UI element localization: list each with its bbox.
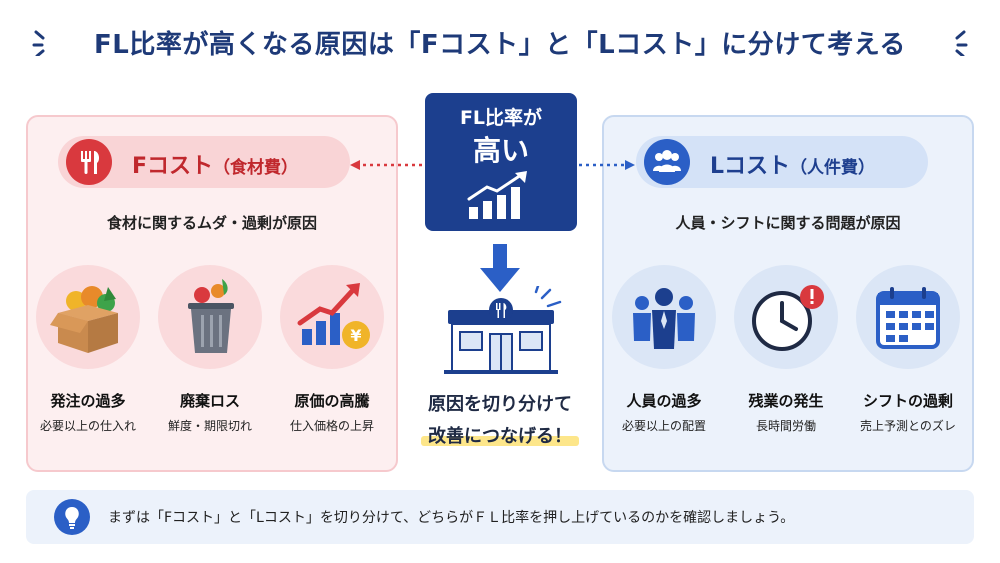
left-sparkle-icon — [32, 30, 45, 56]
l-item-title-1: 人員の過多 — [626, 392, 702, 410]
f-item-title-1: 発注の過多 — [50, 392, 126, 410]
l-cost-subtitle: 人員・シフトに関する問題が原因 — [675, 214, 901, 232]
footer-text: まずは「Fコスト」と「Lコスト」を切り分けて、どちらがＦＬ比率を押し上げているの… — [108, 510, 795, 526]
page-title: FL比率が高くなる原因は「Fコスト」と「Lコスト」に分けて考える — [94, 30, 906, 60]
lightbulb-icon — [54, 499, 90, 535]
f-item-title-2: 廃棄ロス — [179, 392, 240, 410]
l-item-title-3: シフトの過剰 — [862, 392, 953, 410]
staff-group-icon — [612, 265, 716, 369]
f-item-sub-3: 仕入価格の上昇 — [289, 419, 374, 433]
trash-bin-icon — [158, 265, 262, 369]
f-item-sub-1: 必要以上の仕入れ — [39, 419, 136, 433]
l-cost-header: Lコスト（人件費） — [636, 136, 928, 188]
people-icon — [644, 139, 690, 185]
restaurant-store-icon — [444, 286, 562, 374]
rising-chart-icon — [467, 171, 527, 219]
f-cost-subtitle: 食材に関するムダ・過剰が原因 — [106, 214, 317, 232]
center-message-line1: 原因を切り分けて — [428, 394, 572, 415]
fl-ratio-high-box: FL比率が 高い — [425, 93, 577, 231]
vegetable-box-icon — [36, 265, 140, 369]
rising-yen-chart-icon: ¥ — [280, 265, 384, 369]
l-cost-label: Lコスト — [710, 154, 791, 179]
calendar-icon — [856, 265, 960, 369]
l-item-sub-2: 長時間労働 — [755, 419, 816, 433]
f-connector-arrow — [350, 160, 424, 170]
f-item-sub-2: 鮮度・期限切れ — [167, 419, 252, 433]
footer-tip: まずは「Fコスト」と「Lコスト」を切り分けて、どちらがＦＬ比率を押し上げているの… — [26, 490, 974, 544]
l-item-sub-3: 売上予測とのズレ — [860, 419, 956, 433]
l-cost-label-sub: （人件費） — [790, 158, 876, 178]
fork-knife-icon — [66, 139, 112, 185]
center-line2: 高い — [472, 134, 529, 167]
down-arrow-icon — [480, 244, 520, 292]
f-cost-label: Fコスト — [132, 154, 214, 179]
right-sparkle-icon — [955, 30, 968, 56]
l-connector-arrow — [579, 160, 635, 170]
center-message-line2: 改善につなげる！ — [428, 426, 572, 447]
f-cost-header: Fコスト（食材費） — [58, 136, 350, 188]
center-line1: FL比率が — [459, 107, 543, 129]
message-highlight — [421, 436, 579, 446]
f-cost-label-sub: （食材費） — [213, 158, 299, 178]
svg-text:¥: ¥ — [350, 326, 361, 345]
l-item-title-2: 残業の発生 — [748, 392, 824, 410]
f-item-title-3: 原価の高騰 — [294, 392, 370, 410]
l-item-sub-1: 必要以上の配置 — [621, 419, 706, 433]
clock-alert-icon — [734, 265, 838, 369]
